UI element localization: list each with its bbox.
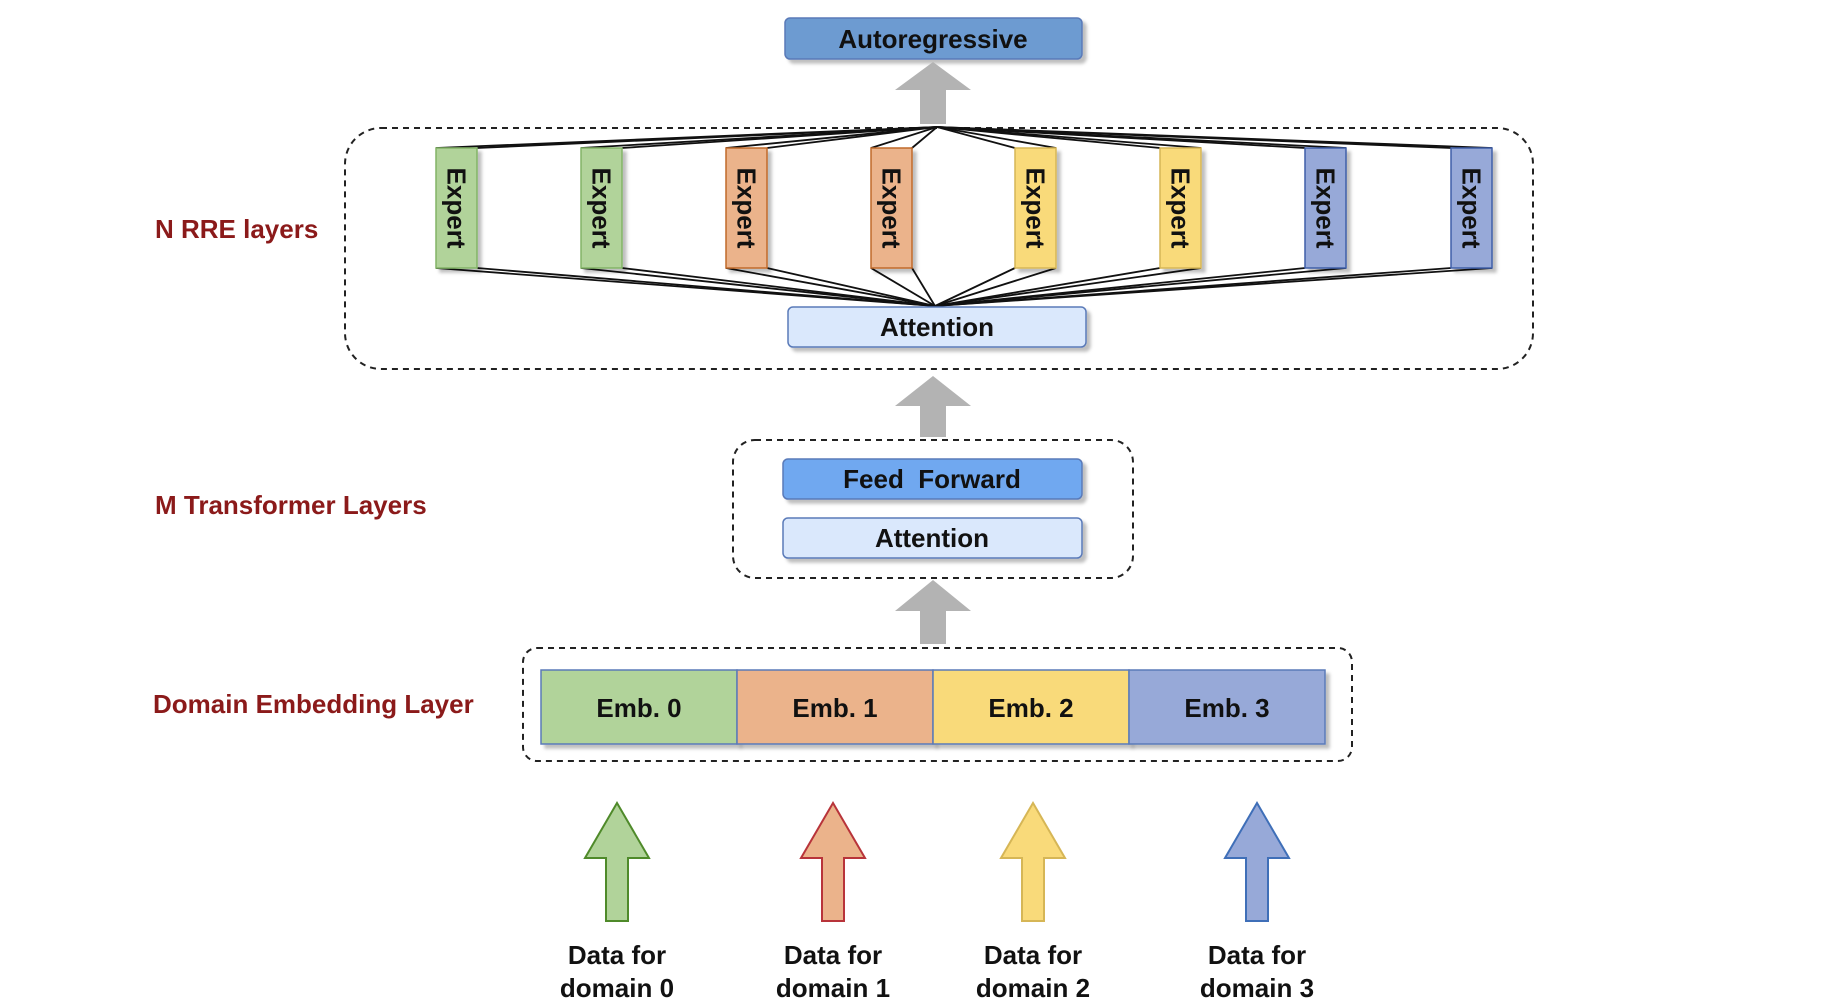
- expert-label-5: Expert: [1166, 168, 1196, 249]
- feed-forward-label: Feed Forward: [843, 464, 1021, 494]
- embedding-cell-2: Emb. 2: [932, 669, 1130, 745]
- embedding-label-3: Emb. 3: [1184, 693, 1269, 723]
- expert-label-7: Expert: [1457, 168, 1487, 249]
- embedding-label-2: Emb. 2: [988, 693, 1073, 723]
- input-label-line2-3: domain 3: [1200, 973, 1314, 1003]
- embedding-layer-label: Domain Embedding Layer: [153, 689, 474, 719]
- input-label-line1-2: Data for: [984, 940, 1082, 970]
- expert-label-3: Expert: [877, 168, 907, 249]
- expert-routing-lines: [435, 126, 1493, 307]
- transformer-attention-block: Attention: [782, 517, 1083, 559]
- transformer-layers-label: M Transformer Layers: [155, 490, 427, 520]
- feed-forward-block: Feed Forward: [782, 458, 1083, 500]
- embedding-cell-1: Emb. 1: [736, 669, 934, 745]
- transformer-attention-label: Attention: [875, 523, 989, 553]
- input-arrow-1: [799, 801, 867, 922]
- expert-box-2: Expert: [725, 147, 768, 269]
- expert-label-4: Expert: [1021, 168, 1051, 249]
- transformer-layers-region: [732, 439, 1134, 579]
- input-arrow-3: [1223, 801, 1291, 922]
- autoregressive-label: Autoregressive: [838, 24, 1027, 54]
- rre-layers-region: [344, 127, 1534, 370]
- input-label-line2-0: domain 0: [560, 973, 674, 1003]
- input-label-line2-2: domain 2: [976, 973, 1090, 1003]
- input-arrow-2: [999, 801, 1067, 922]
- embedding-layer-region: [522, 647, 1353, 762]
- rre-attention-block: Attention: [787, 306, 1087, 348]
- input-label-line1-1: Data for: [784, 940, 882, 970]
- embedding-label-0: Emb. 0: [596, 693, 681, 723]
- flow-arrow-to-rre: [895, 376, 971, 437]
- input-label-line1-0: Data for: [568, 940, 666, 970]
- flow-arrow-to-output: [895, 62, 971, 124]
- expert-label-1: Expert: [587, 168, 617, 249]
- expert-label-0: Expert: [442, 168, 472, 249]
- input-label-line1-3: Data for: [1208, 940, 1306, 970]
- embedding-cell-0: Emb. 0: [540, 669, 738, 745]
- embedding-row: Emb. 0 Emb. 1 Emb. 2 Emb. 3: [540, 669, 1326, 745]
- expert-box-7: Expert: [1450, 147, 1493, 269]
- autoregressive-block: Autoregressive: [784, 17, 1083, 60]
- rre-layers-label: N RRE layers: [155, 214, 318, 244]
- expert-box-1: Expert: [580, 147, 623, 269]
- input-arrow-0: [583, 801, 651, 922]
- expert-box-4: Expert: [1014, 147, 1057, 269]
- embedding-cell-3: Emb. 3: [1128, 669, 1326, 745]
- flow-arrow-to-transformer: [895, 580, 971, 644]
- expert-label-6: Expert: [1311, 168, 1341, 249]
- input-label-line2-1: domain 1: [776, 973, 890, 1003]
- expert-box-6: Expert: [1304, 147, 1347, 269]
- embedding-label-1: Emb. 1: [792, 693, 877, 723]
- rre-attention-label: Attention: [880, 312, 994, 342]
- expert-label-2: Expert: [732, 168, 762, 249]
- expert-group: Expert Expert Expert Expert Expert Expert Expe…: [435, 147, 1493, 269]
- expert-box-3: Expert: [870, 147, 913, 269]
- expert-box-0: Expert: [435, 147, 478, 269]
- expert-box-5: Expert: [1159, 147, 1202, 269]
